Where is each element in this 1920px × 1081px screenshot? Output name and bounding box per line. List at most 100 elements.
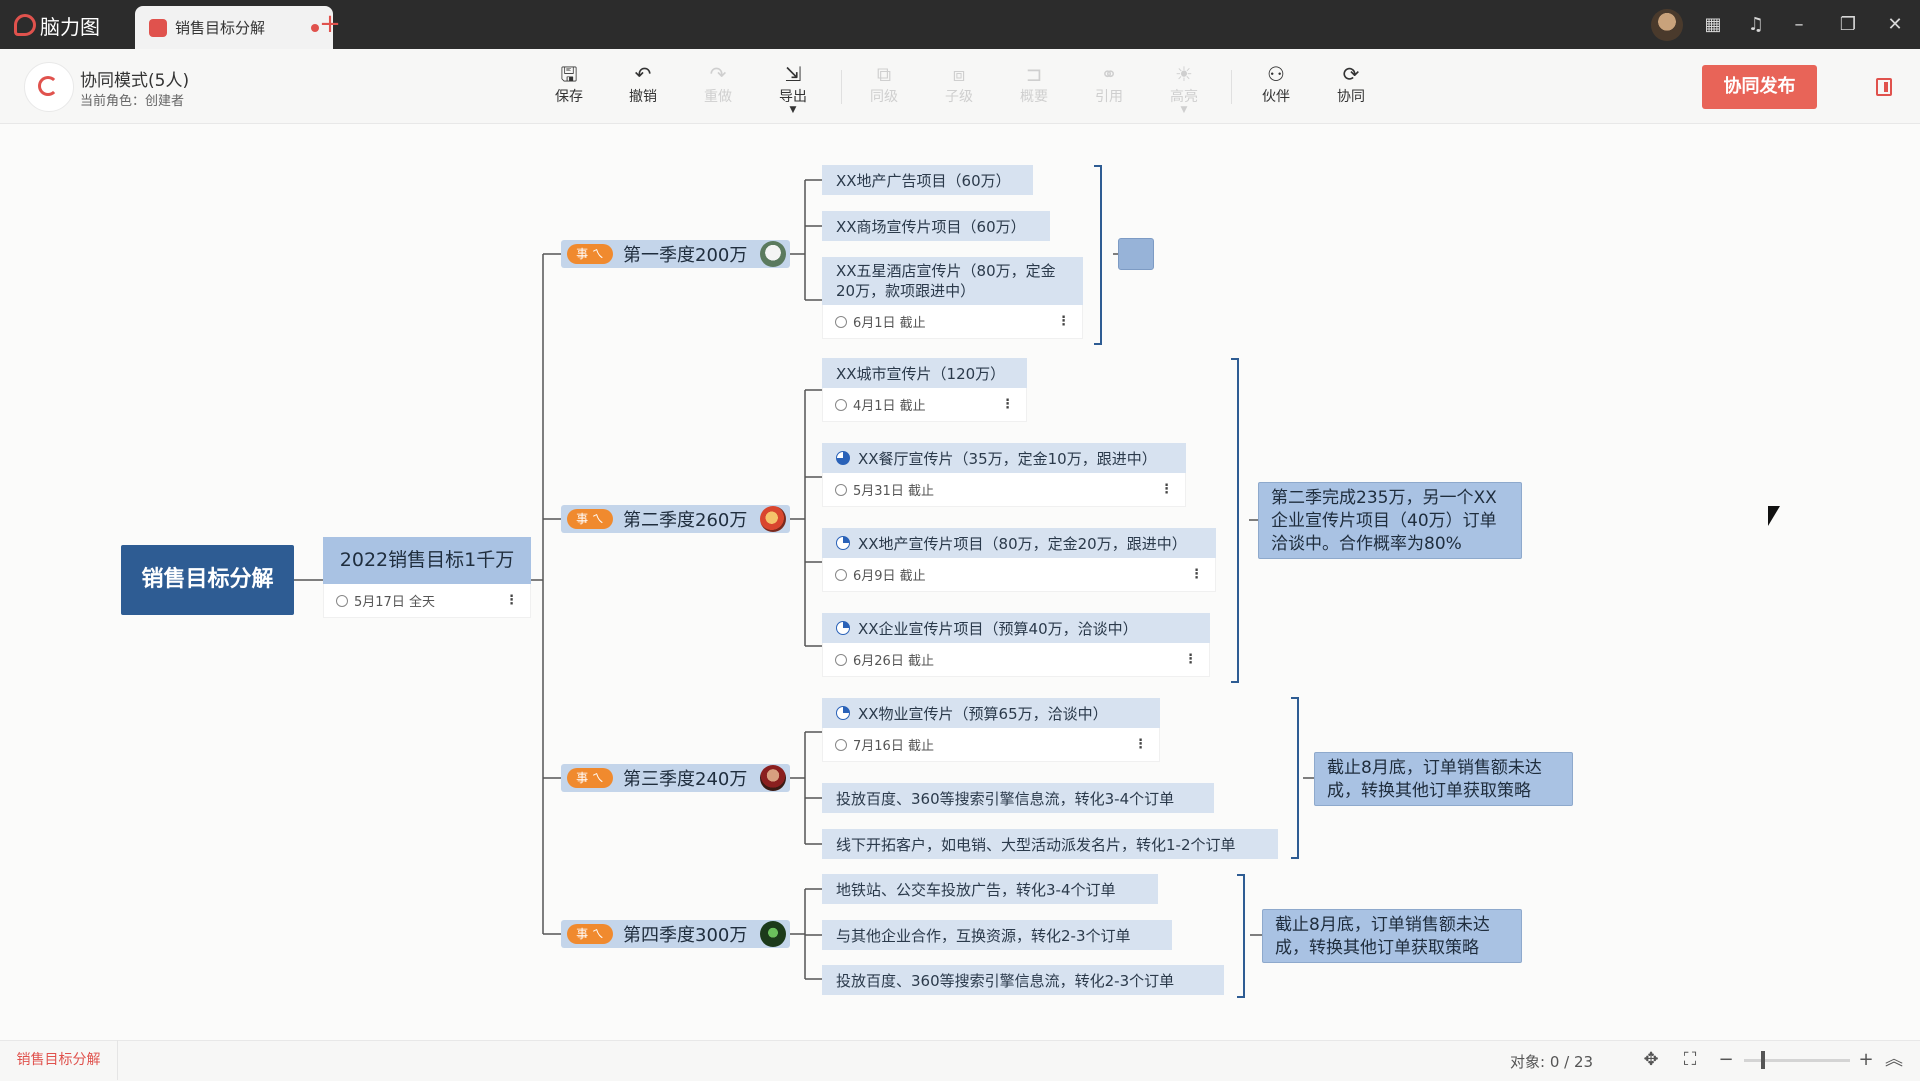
clock-icon: [835, 483, 847, 496]
summary-note[interactable]: 截止8月底，订单销售额未达成，转换其他订单获取策略: [1314, 752, 1573, 806]
more-icon[interactable]: ⋮: [505, 593, 518, 608]
collab-role: 当前角色：创建者: [80, 94, 185, 109]
leaf-date-row[interactable]: 6月26日 截止⋮: [822, 643, 1210, 677]
leaf-node[interactable]: XX物业宣传片（预算65万，洽谈中）: [822, 698, 1160, 728]
main-topic-date-row[interactable]: 5月17日 全天⋮: [323, 584, 531, 618]
link-icon: ⚭: [1100, 62, 1118, 86]
caret-down-icon: ▼: [1180, 105, 1188, 115]
collab-button[interactable]: ⟳协同: [1321, 62, 1381, 112]
leaf-node[interactable]: XX商场宣传片项目（60万）: [822, 211, 1050, 241]
more-icon[interactable]: ⋮: [1057, 314, 1070, 329]
toolbar: [0, 49, 1920, 124]
summary-bracket: [1291, 697, 1299, 859]
connector-q4: [790, 888, 822, 980]
more-icon[interactable]: ⋮: [1134, 737, 1147, 752]
root-node[interactable]: 销售目标分解: [121, 545, 294, 615]
fit-screen-icon[interactable]: ⛶: [1683, 1049, 1697, 1070]
leaf-node[interactable]: 投放百度、360等搜索引擎信息流，转化3-4个订单: [822, 783, 1214, 813]
collapse-up-icon[interactable]: ︽: [1885, 1049, 1903, 1070]
close-icon[interactable]: ✕: [1887, 14, 1903, 35]
new-tab-button[interactable]: +: [319, 9, 341, 39]
move-icon[interactable]: ✥: [1643, 1049, 1659, 1070]
task-badge: 事 ㄟ: [567, 509, 613, 529]
leaf-node[interactable]: XX企业宣传片项目（预算40万，洽谈中）: [822, 613, 1210, 643]
main-topic-node[interactable]: 2022销售目标1千万: [323, 537, 531, 584]
save-button[interactable]: 🖫保存: [539, 62, 599, 112]
redo-button[interactable]: ↷重做: [688, 62, 748, 112]
quarter-node-4[interactable]: 事 ㄟ 第四季度300万: [561, 920, 790, 948]
leaf-date-row[interactable]: 6月1日 截止⋮: [822, 305, 1083, 339]
more-icon[interactable]: ⋮: [1184, 652, 1197, 667]
summary-note[interactable]: 截止8月底，订单销售额未达成，转换其他订单获取策略: [1262, 909, 1522, 963]
quarter-node-3[interactable]: 事 ㄟ 第三季度240万: [561, 764, 790, 792]
task-badge: 事 ㄟ: [567, 768, 613, 788]
summary-bracket: [1231, 358, 1239, 683]
leaf-date-row[interactable]: 4月1日 截止⋮: [822, 388, 1027, 422]
highlight-button[interactable]: ☀高亮▼: [1154, 62, 1214, 115]
assignee-avatar[interactable]: [760, 765, 786, 791]
zoom-in-icon[interactable]: +: [1858, 1049, 1874, 1070]
collab-mode-title[interactable]: 协同模式(5人): [80, 71, 190, 91]
leaf-date-row[interactable]: 7月16日 截止⋮: [822, 728, 1160, 762]
assignee-avatar[interactable]: [760, 506, 786, 532]
summary-note[interactable]: 第二季完成235万，另一个XX企业宣传片项目（40万）订单洽谈中。合作概率为80…: [1258, 482, 1522, 559]
quarter-node-1[interactable]: 事 ㄟ 第一季度200万: [561, 240, 790, 268]
redo-icon: ↷: [709, 62, 727, 86]
app-logo[interactable]: 脑力图: [14, 12, 100, 39]
leaf-date-row[interactable]: 6月9日 截止⋮: [822, 558, 1216, 592]
side-panel-toggle-icon[interactable]: [1876, 78, 1892, 96]
leaf-node[interactable]: 投放百度、360等搜索引擎信息流，转化2-3个订单: [822, 965, 1224, 995]
connector-q3: [790, 731, 822, 845]
leaf-node[interactable]: 与其他企业合作，互换资源，转化2-3个订单: [822, 920, 1172, 950]
link-button[interactable]: ⚭引用: [1079, 62, 1139, 112]
restore-icon[interactable]: ❐: [1839, 14, 1857, 35]
apps-grid-icon[interactable]: ▦: [1704, 14, 1722, 35]
summary-bracket: [1237, 874, 1245, 998]
mouse-cursor-icon: [1768, 506, 1780, 526]
minimize-icon[interactable]: –: [1794, 14, 1804, 35]
sibling-button[interactable]: ⧉同级: [854, 62, 914, 112]
leaf-node[interactable]: 线下开拓客户，如电销、大型活动派发名片，转化1-2个订单: [822, 829, 1278, 859]
leaf-node[interactable]: XX地产宣传片项目（80万，定金20万，跟进中）: [822, 528, 1216, 558]
progress-pie-icon: [836, 451, 850, 465]
export-button[interactable]: ⇲导出▼: [763, 62, 823, 115]
leaf-node[interactable]: XX城市宣传片（120万）: [822, 358, 1027, 388]
unsaved-dot-icon[interactable]: [311, 23, 319, 32]
leaf-node[interactable]: XX餐厅宣传片（35万，定金10万，跟进中）: [822, 443, 1186, 473]
brain-logo-icon: [14, 14, 36, 36]
sheet-tab[interactable]: 销售目标分解: [0, 1040, 118, 1080]
connector-q2: [790, 389, 822, 647]
toolbar-divider: [1231, 70, 1232, 104]
zoom-slider-handle[interactable]: [1761, 1051, 1765, 1069]
bell-icon[interactable]: ♫: [1747, 14, 1765, 35]
more-icon[interactable]: ⋮: [1001, 397, 1014, 412]
summary-button[interactable]: ⊐概要: [1004, 62, 1064, 112]
object-count: 对象: 0 / 23: [1510, 1053, 1594, 1071]
more-icon[interactable]: ⋮: [1190, 567, 1203, 582]
collab-icon: ⟳: [1342, 62, 1360, 86]
leaf-date-row[interactable]: 5月31日 截止⋮: [822, 473, 1186, 507]
publish-button[interactable]: 协同发布: [1702, 65, 1817, 109]
leaf-node[interactable]: XX五星酒店宣传片（80万，定金20万，款项跟进中）: [822, 257, 1083, 305]
zoom-out-icon[interactable]: −: [1718, 1049, 1734, 1070]
assignee-avatar[interactable]: [760, 921, 786, 947]
caret-down-icon: ▼: [789, 105, 797, 115]
quarter-node-2[interactable]: 事 ㄟ 第二季度260万: [561, 505, 790, 533]
assignee-avatar[interactable]: [760, 241, 786, 267]
empty-summary-node[interactable]: [1118, 238, 1154, 270]
document-tab[interactable]: 销售目标分解: [135, 6, 333, 49]
collab-logo-icon: [24, 62, 74, 112]
user-avatar[interactable]: [1651, 9, 1683, 41]
sibling-icon: ⧉: [876, 62, 892, 86]
leaf-node[interactable]: 地铁站、公交车投放广告，转化3-4个订单: [822, 874, 1158, 904]
partners-icon: ⚇: [1267, 62, 1285, 86]
clock-icon: [835, 738, 847, 751]
zoom-slider[interactable]: [1744, 1059, 1850, 1062]
undo-icon: ↶: [634, 62, 652, 86]
leaf-node[interactable]: XX地产广告项目（60万）: [822, 165, 1033, 195]
more-icon[interactable]: ⋮: [1160, 482, 1173, 497]
undo-button[interactable]: ↶撤销: [613, 62, 673, 112]
child-button[interactable]: ⧈子级: [929, 62, 989, 112]
partners-button[interactable]: ⚇伙伴: [1246, 62, 1306, 112]
clock-icon: [835, 568, 847, 581]
